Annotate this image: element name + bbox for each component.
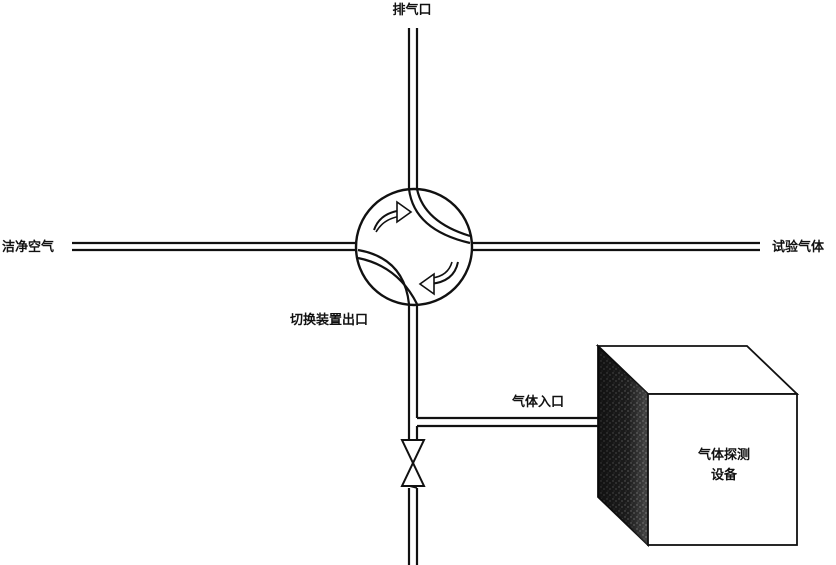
test-gas-label: 试验气体: [772, 239, 825, 255]
switching-valve: [354, 187, 474, 307]
clean-air-label: 洁净空气: [2, 239, 54, 255]
gas-inlet-pipe: [415, 416, 603, 440]
switch-outlet-pipe: [407, 304, 419, 565]
shutoff-valve-icon: [400, 439, 426, 489]
switch-outlet-label: 切换装置出口: [290, 312, 368, 328]
exhaust-outlet-label: 排气口: [392, 2, 431, 18]
flow-arrow-lower-icon: [418, 261, 459, 296]
test-gas-pipe: [473, 241, 760, 252]
exhaust-pipe: [407, 28, 419, 188]
device-label-line2: 设备: [711, 467, 738, 483]
gas-detection-device: [595, 343, 800, 548]
clean-air-pipe: [72, 241, 357, 252]
flow-arrow-upper-icon: [373, 200, 413, 233]
gas-inlet-label: 气体入口: [512, 394, 564, 410]
device-label-line1: 气体探测: [698, 447, 750, 463]
